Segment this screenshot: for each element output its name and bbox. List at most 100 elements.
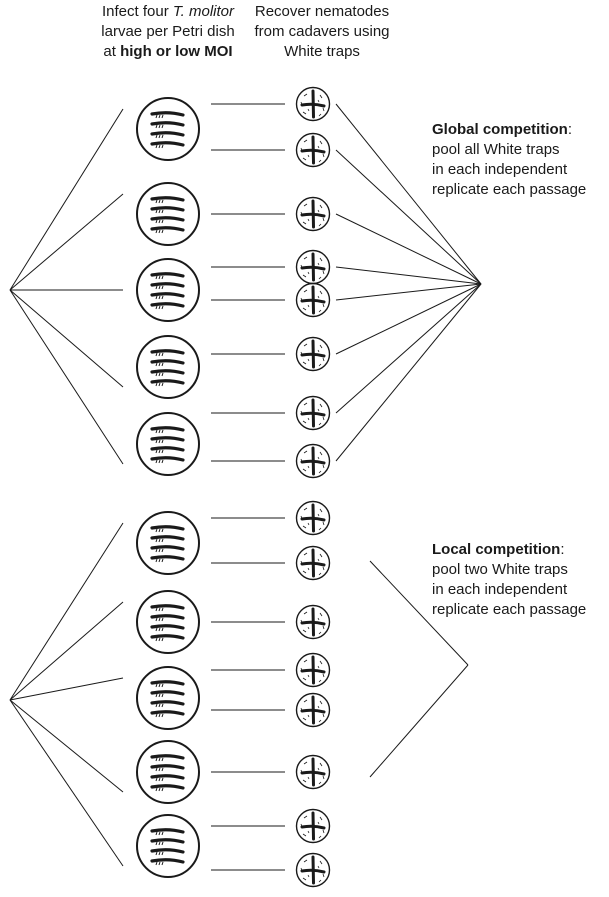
recover-header-line1: Recover nematodes <box>254 3 390 20</box>
global-pool-line <box>335 283 482 414</box>
recover-header-line3: White traps <box>284 43 360 60</box>
larva-icon <box>150 838 185 846</box>
larva-icon <box>150 828 185 836</box>
infection-dish-icon <box>136 258 200 322</box>
infection-dish-icon <box>136 97 200 161</box>
white-trap-icon <box>295 500 331 536</box>
white-trap-icon <box>295 852 331 888</box>
fan-line <box>9 677 124 701</box>
larva-icon <box>150 555 185 563</box>
global-pool-line <box>335 103 482 285</box>
fan-line <box>9 193 124 291</box>
larva-icon <box>150 226 185 234</box>
larva-icon <box>150 379 185 387</box>
larva-icon <box>150 292 185 300</box>
larva-icon <box>150 784 185 792</box>
larva-icon <box>150 754 185 762</box>
local-competition-note: Local competition: pool two White traps … <box>432 540 586 620</box>
larva-icon <box>150 349 185 357</box>
white-trap-icon <box>295 249 331 285</box>
local-note-line2: pool two White traps <box>432 561 568 578</box>
global-pool-line <box>335 283 482 462</box>
infection-dish-icon <box>136 740 200 804</box>
larva-icon <box>150 614 185 622</box>
infection-dish-icon <box>136 412 200 476</box>
larva-icon <box>150 121 185 129</box>
fan-line <box>9 522 124 701</box>
global-note-line4: replicate each passage <box>432 181 587 198</box>
white-trap-icon <box>295 336 331 372</box>
fan-line <box>9 699 124 867</box>
larva-icon <box>150 545 185 553</box>
infection-dish-icon <box>136 511 200 575</box>
larva-icon <box>150 624 185 632</box>
larva-icon <box>150 634 185 642</box>
fan-line <box>9 289 124 465</box>
larva-icon <box>150 436 185 444</box>
larva-icon <box>150 196 185 204</box>
white-trap-icon <box>295 395 331 431</box>
white-trap-icon <box>295 808 331 844</box>
infect-header-line1: Infect four T. molitor <box>101 3 234 20</box>
infection-dish-icon <box>136 666 200 730</box>
white-trap-icon <box>295 604 331 640</box>
larva-icon <box>150 359 185 367</box>
larva-icon <box>150 764 185 772</box>
local-pool-line <box>369 560 469 666</box>
larva-icon <box>150 690 185 698</box>
larva-icon <box>150 141 185 149</box>
larva-icon <box>150 426 185 434</box>
larva-icon <box>150 282 185 290</box>
local-note-title-line: Local competition: <box>432 541 565 558</box>
fan-line <box>9 108 124 291</box>
global-competition-note: Global competition: pool all White traps… <box>432 120 586 200</box>
larva-icon <box>150 774 185 782</box>
larva-icon <box>150 446 185 454</box>
global-note-title-line: Global competition: <box>432 121 573 138</box>
infect-header-line2: larvae per Petri dish <box>101 23 235 40</box>
larva-icon <box>150 858 185 866</box>
local-note-line4: replicate each passage <box>432 601 587 618</box>
global-pool-line <box>335 149 482 285</box>
recover-header-line2: from cadavers using <box>254 23 390 40</box>
white-trap-icon <box>295 692 331 728</box>
local-note-line3: in each independent <box>432 581 568 598</box>
larva-icon <box>150 272 185 280</box>
larva-icon <box>150 710 185 718</box>
white-trap-icon <box>295 443 331 479</box>
infect-header: Infect four T. molitor larvae per Petri … <box>88 2 248 62</box>
global-pool-line <box>335 283 482 355</box>
infect-header-line3: at high or low MOI <box>103 43 233 60</box>
larva-icon <box>150 131 185 139</box>
fan-line <box>9 289 124 388</box>
white-trap-icon <box>295 652 331 688</box>
larva-icon <box>150 525 185 533</box>
fan-line <box>9 699 124 793</box>
larva-icon <box>150 680 185 688</box>
larva-icon <box>150 216 185 224</box>
larva-icon <box>150 206 185 214</box>
global-pool-line <box>335 213 482 285</box>
recover-header: Recover nematodes from cadavers using Wh… <box>244 2 400 62</box>
infection-dish-icon <box>136 590 200 654</box>
larva-icon <box>150 604 185 612</box>
infection-dish-icon <box>136 335 200 399</box>
larva-icon <box>150 302 185 310</box>
white-trap-icon <box>295 196 331 232</box>
white-trap-icon <box>295 86 331 122</box>
white-trap-icon <box>295 754 331 790</box>
global-pool-line <box>335 266 482 285</box>
infection-dish-icon <box>136 182 200 246</box>
larva-icon <box>150 369 185 377</box>
white-trap-icon <box>295 545 331 581</box>
global-pool-line <box>335 283 482 301</box>
larva-icon <box>150 111 185 119</box>
larva-icon <box>150 848 185 856</box>
fan-line <box>9 601 124 701</box>
larva-icon <box>150 535 185 543</box>
global-note-line3: in each independent <box>432 161 568 178</box>
global-note-line2: pool all White traps <box>432 141 560 158</box>
white-trap-icon <box>295 282 331 318</box>
larva-icon <box>150 700 185 708</box>
